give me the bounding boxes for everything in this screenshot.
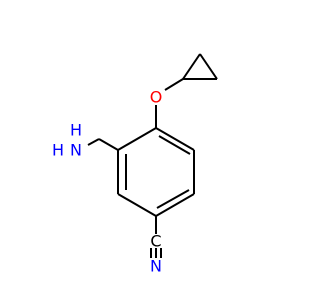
cyclopropyl-ring xyxy=(182,53,218,80)
benzene-bond-6 xyxy=(117,127,157,151)
benzene-bond-1 xyxy=(155,127,195,151)
benzene-bond-3 xyxy=(155,193,195,217)
nitrile-nitrogen-label: N xyxy=(150,257,162,276)
bond-cyclopropyl-a xyxy=(182,53,201,80)
nitrile-carbon-label: C xyxy=(150,232,161,251)
benzene-bond-4 xyxy=(117,193,157,217)
bond-ring-to-oxygen xyxy=(164,78,184,91)
benzene-ring xyxy=(117,127,195,217)
benzene-bond-1-inner xyxy=(158,135,191,155)
amine-hydrogen-label: H xyxy=(52,141,64,160)
molecule-structure: O N H H C N xyxy=(52,53,218,276)
bond-cyclopropyl-b xyxy=(199,53,218,80)
oxygen-atom-label: O xyxy=(150,88,163,107)
bond-benzene-to-ch2 xyxy=(98,138,119,151)
amine-hydrogen-label-2: H xyxy=(70,121,82,140)
bond-ch2-to-amine xyxy=(87,138,100,146)
amine-nitrogen-label: N xyxy=(70,141,82,160)
benzene-bond-3-inner xyxy=(156,189,190,209)
